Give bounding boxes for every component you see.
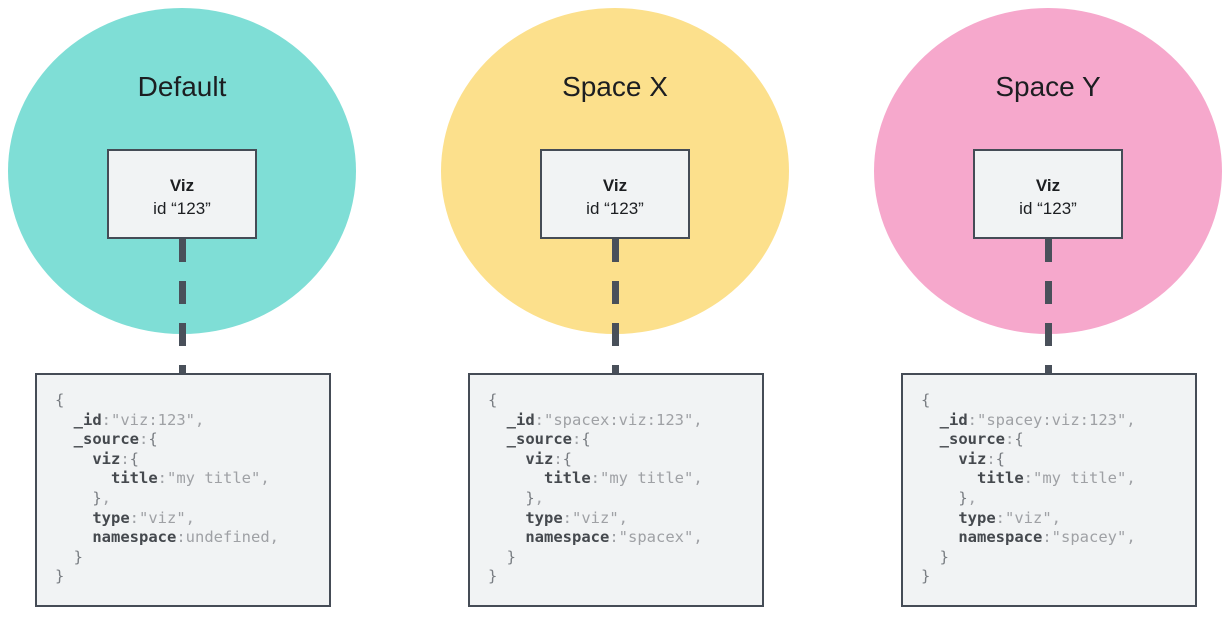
viz-node-id: id “123” xyxy=(586,199,644,218)
saved-object-json: { _id:"spacex:viz:123", _source:{ viz:{ … xyxy=(468,373,764,607)
dashed-connector-line xyxy=(1045,239,1052,373)
dashed-connector-line xyxy=(612,239,619,373)
viz-node-id: id “123” xyxy=(1019,199,1077,218)
dashed-connector-line xyxy=(179,239,186,373)
space-title: Default xyxy=(137,71,227,102)
space-title: Space Y xyxy=(995,71,1101,102)
viz-node: Viz id “123” xyxy=(540,149,690,239)
viz-node: Viz id “123” xyxy=(973,149,1123,239)
panel-space-x: Space X Viz id “123” { _id:"spacex:viz:1… xyxy=(433,0,795,622)
panel-default: Default Viz id “123” { _id:"viz:123", _s… xyxy=(0,0,362,622)
saved-object-json: { _id:"spacey:viz:123", _source:{ viz:{ … xyxy=(901,373,1197,607)
viz-node-label: Viz xyxy=(602,176,628,195)
viz-node-id: id “123” xyxy=(153,199,211,218)
panel-space-y: Space Y Viz id “123” { _id:"spacey:viz:1… xyxy=(866,0,1228,622)
saved-object-json: { _id:"viz:123", _source:{ viz:{ title:"… xyxy=(35,373,331,607)
space-title: Space X xyxy=(562,71,668,102)
viz-node: Viz id “123” xyxy=(107,149,257,239)
viz-node-label: Viz xyxy=(1035,176,1061,195)
viz-node-label: Viz xyxy=(169,176,195,195)
